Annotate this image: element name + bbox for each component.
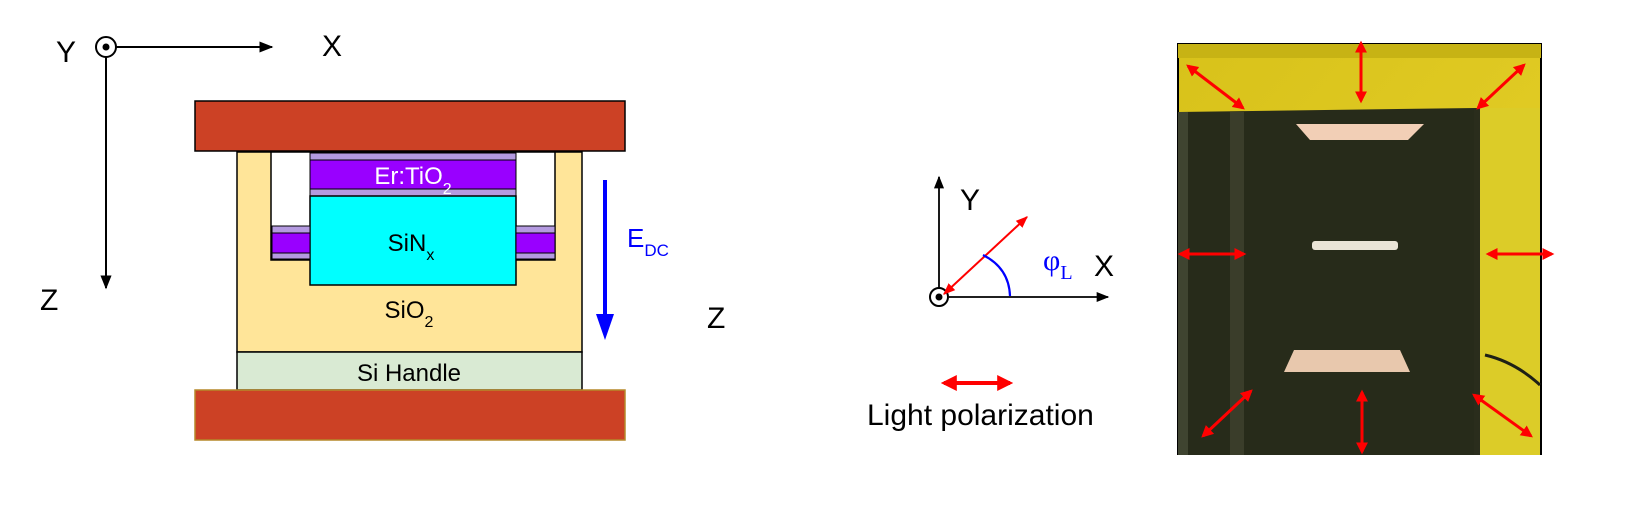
- ertio2-left-top: [271, 225, 311, 234]
- photo-pad-bottom: [1284, 350, 1410, 372]
- y-axis-dot: [102, 43, 110, 51]
- ertio2-bottom-border: [309, 188, 517, 197]
- angle-label: φL: [1043, 244, 1073, 284]
- pol-arrow-bottom-right: [1472, 393, 1533, 438]
- device-photo: [1177, 40, 1555, 455]
- field-indicator: EDC: [596, 180, 669, 340]
- top-electrode: [194, 100, 626, 152]
- photo-pad-top: [1296, 124, 1424, 140]
- mid-y-label: Y: [960, 184, 980, 217]
- x-axis-label: X: [322, 30, 342, 63]
- ertio2-left-bottom: [271, 252, 311, 260]
- photo-left-stripe: [1230, 112, 1244, 455]
- polarization-legend: Light polarization: [867, 375, 1094, 432]
- field-arrow-head: [596, 314, 614, 340]
- polarization-axes: Y X φL: [929, 175, 1114, 307]
- photo-wire: [1484, 353, 1542, 387]
- pol-arrow-bottom-left: [1201, 389, 1253, 438]
- z-right-label: Z: [707, 302, 725, 335]
- mid-x-label: X: [1094, 250, 1114, 283]
- sinx-label: SiNx: [388, 230, 435, 264]
- y-axis-label: Y: [56, 36, 76, 69]
- ertio2-right: [515, 232, 556, 254]
- angle-arc: [982, 254, 1012, 297]
- z-axis-label: Z: [40, 284, 58, 317]
- sio2-label: SiO2: [385, 297, 434, 331]
- si-handle: [236, 351, 583, 391]
- photo-dark-region: [1178, 108, 1484, 455]
- ertio2-left: [271, 232, 311, 254]
- field-label: EDC: [627, 223, 669, 260]
- photo-pad-middle: [1312, 241, 1398, 250]
- si-handle-label: Si Handle: [357, 360, 461, 387]
- sinx-core: [309, 195, 517, 286]
- legend-label: Light polarization: [867, 399, 1094, 432]
- ertio2-right-bottom: [515, 252, 556, 260]
- pol-arrow-top-right: [1476, 63, 1526, 110]
- left-axes: Y X Z: [40, 30, 342, 317]
- photo-left-edge: [1178, 112, 1188, 455]
- cross-section: Er:TiO2 SiNx SiO2 Si Handle: [194, 100, 626, 441]
- ertio2-right-top: [515, 225, 556, 234]
- ertio2-label: Er:TiO2: [374, 163, 451, 198]
- bottom-electrode: [194, 389, 626, 441]
- pol-arrow-top-left: [1186, 64, 1245, 110]
- mid-origin-dot: [935, 293, 943, 301]
- ertio2-top-border: [309, 152, 517, 161]
- photo-right-gap: [1474, 108, 1480, 455]
